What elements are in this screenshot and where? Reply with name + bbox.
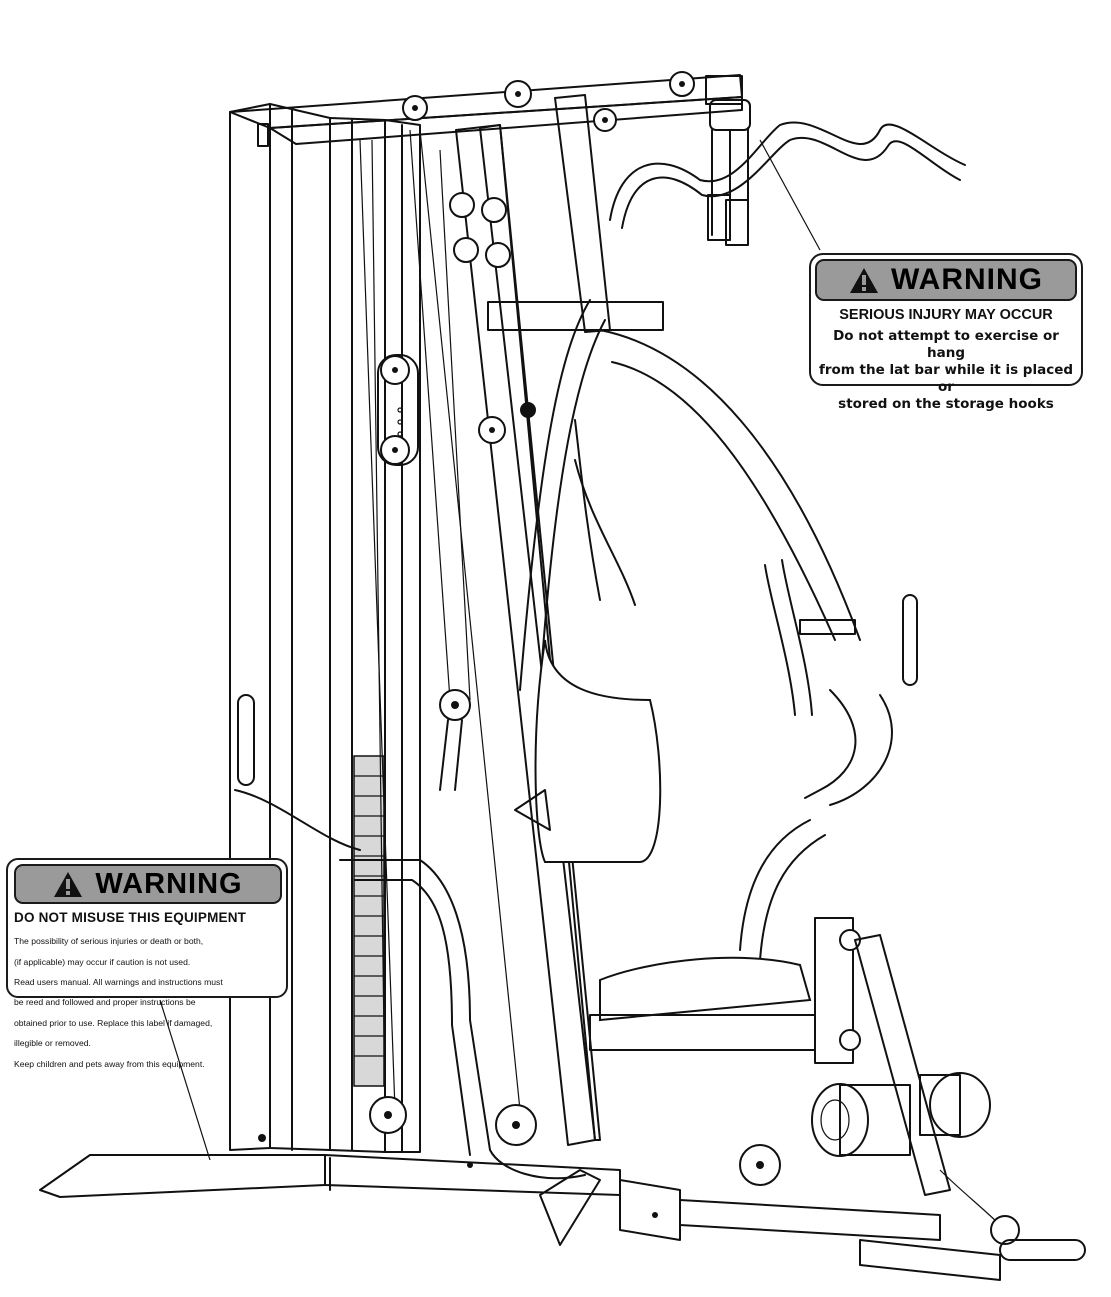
warning-icon <box>53 871 83 898</box>
warning-body: Do not attempt to exercise or hang from … <box>815 328 1077 413</box>
warning-label-header: WARNING <box>14 864 282 904</box>
warning-line: obtained prior to use. Replace this labe… <box>14 1017 213 1028</box>
press-arm <box>519 299 861 716</box>
base-frame <box>39 1154 1001 1281</box>
seat-bench <box>589 917 951 1196</box>
warning-heading: WARNING <box>891 263 1043 296</box>
low-row-handle <box>739 1144 1086 1261</box>
warning-line: (if applicable) may occur if caution is … <box>14 956 191 967</box>
floating-pulley-block <box>377 354 419 466</box>
warning-line: from the lat bar while it is placed or <box>818 362 1074 395</box>
warning-line: be reed and followed and proper instruct… <box>14 997 196 1008</box>
cables <box>359 129 521 1111</box>
leg-rollers <box>811 1072 991 1157</box>
warning-line: illegible or removed. <box>14 1038 91 1049</box>
warning-icon <box>849 267 879 294</box>
warning-subheading: SERIOUS INJURY MAY OCCUR <box>839 307 1053 323</box>
warning-line: stored on the storage hooks <box>838 396 1054 412</box>
warning-line: Keep children and pets away from this eq… <box>14 1058 205 1069</box>
warning-heading: WARNING <box>95 867 243 900</box>
left-cable-arm <box>234 694 586 1180</box>
top-beam <box>229 71 743 145</box>
warning-subheading: DO NOT MISUSE THIS EQUIPMENT <box>14 910 247 925</box>
warning-label-header: WARNING <box>815 259 1077 301</box>
weight-stack-tower <box>229 103 421 1153</box>
warning-line: Do not attempt to exercise or hang <box>833 328 1059 361</box>
label-leader-bottom <box>159 999 211 1161</box>
warning-label-lat-bar: WARNING SERIOUS INJURY MAY OCCUR Do not … <box>809 253 1083 412</box>
weight-plates <box>353 755 385 1087</box>
back-pad <box>514 419 662 863</box>
warning-line: Read users manual. All warnings and inst… <box>14 977 223 988</box>
right-arm <box>739 594 918 961</box>
lat-bar <box>609 99 966 251</box>
warning-line: The possibility of serious injuries or d… <box>14 936 204 947</box>
warning-label-equipment: WARNING DO NOT MISUSE THIS EQUIPMENT The… <box>6 858 288 1069</box>
warning-body: The possibility of serious injuries or d… <box>14 926 282 1079</box>
